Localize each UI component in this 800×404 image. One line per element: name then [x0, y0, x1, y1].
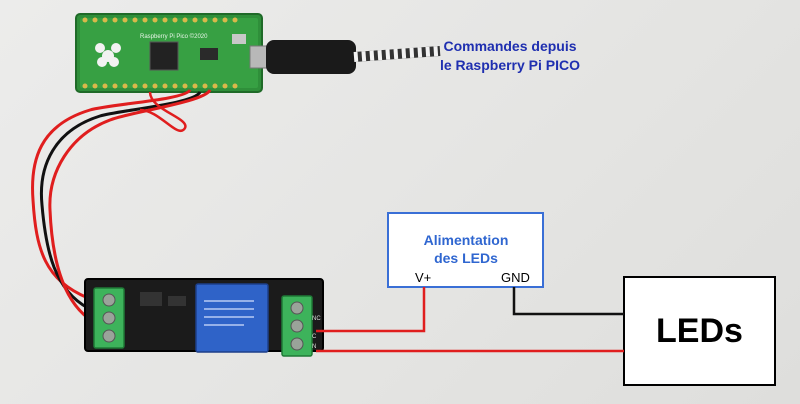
- power-supply-title: Alimentation des LEDs: [390, 231, 542, 267]
- caption-line-1: Commandes depuis: [443, 38, 577, 54]
- terminal-vplus-label: V+: [415, 270, 432, 285]
- power-supply-title-line-1: Alimentation: [423, 232, 509, 248]
- relay-output-terminal: [281, 295, 313, 357]
- power-supply-title-line-2: des LEDs: [434, 250, 498, 266]
- relay-terminal-nc: NC: [312, 316, 321, 322]
- power-supply-box: [387, 212, 544, 288]
- relay-terminal-c: C: [312, 334, 317, 340]
- pico-silk-label: Raspberry Pi Pico ©2020: [140, 33, 208, 40]
- raspberry-logo-icon: [95, 43, 121, 67]
- relay-input-terminal: [93, 287, 125, 349]
- caption-line-2: le Raspberry Pi PICO: [439, 57, 581, 73]
- terminal-gnd-label: GND: [501, 270, 530, 285]
- pico-control-caption: Commandes depuis le Raspberry Pi PICO: [420, 37, 600, 75]
- leds-box: [623, 276, 776, 386]
- wire-gnd: [512, 287, 624, 316]
- usb-cable: [249, 40, 441, 74]
- signal-wires: [31, 88, 212, 320]
- raspberry-pi-pico-board: Raspberry Pi Pico ©2020: [75, 13, 263, 93]
- leds-label: LEDs: [656, 311, 743, 350]
- wire-vplus: [316, 287, 426, 333]
- relay-module: NC C N: [84, 278, 324, 357]
- power-wires: [316, 287, 624, 353]
- relay-terminal-n: N: [312, 344, 316, 350]
